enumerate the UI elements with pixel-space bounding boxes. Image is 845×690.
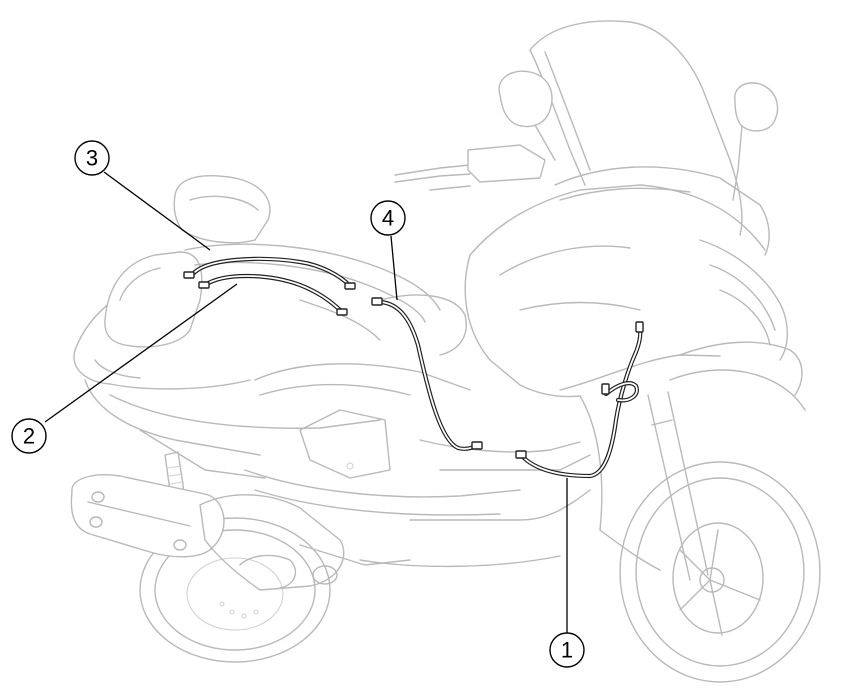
cable-3-end-fitting [344,282,356,290]
callout-circle [74,140,110,176]
callout-label: 1 [561,638,573,663]
callout-4: 4 [370,200,406,236]
callout-circle [11,418,47,454]
callout-2: 2 [11,418,47,454]
cable-1 [515,321,644,479]
cable-4-end-fitting [371,297,383,306]
front-body [464,184,803,571]
leader-line-3 [103,171,211,251]
engine [199,494,411,591]
callout-3: 3 [74,140,110,176]
callout-circle [549,632,585,668]
front-wheel [619,461,821,683]
cables [183,256,644,479]
cable-3-end-fitting [183,271,195,279]
mirror-right [732,82,779,201]
cable-1-end-fitting [601,383,610,395]
cable-4-end-fitting [471,441,483,450]
floorboard [359,439,591,568]
top-case [104,251,203,348]
leader-line-4 [390,235,398,301]
cable-1-end-fitting [635,321,644,333]
cable-4 [371,297,483,451]
rear-wheel [139,517,331,663]
side-panel [244,363,521,516]
cable-2 [198,273,348,316]
callout-label: 4 [382,206,394,231]
scooter-illustration [70,20,821,683]
front-fender [669,369,806,411]
callout-1: 1 [549,632,585,668]
leader-line-2 [44,283,238,423]
mirror-left [498,70,556,161]
callout-label: 3 [86,146,98,171]
backrest [173,175,271,244]
seat [184,243,467,356]
callout-label: 2 [23,424,35,449]
cable-3 [183,256,356,290]
cable-2-end-fitting [198,281,210,289]
leader-lines [44,171,568,633]
cable-1-end-fitting [515,450,527,459]
handlebar [394,144,546,191]
cable-2-end-fitting [336,308,348,316]
front-fork [647,391,709,581]
headlight [554,166,788,361]
callout-circle [370,200,406,236]
